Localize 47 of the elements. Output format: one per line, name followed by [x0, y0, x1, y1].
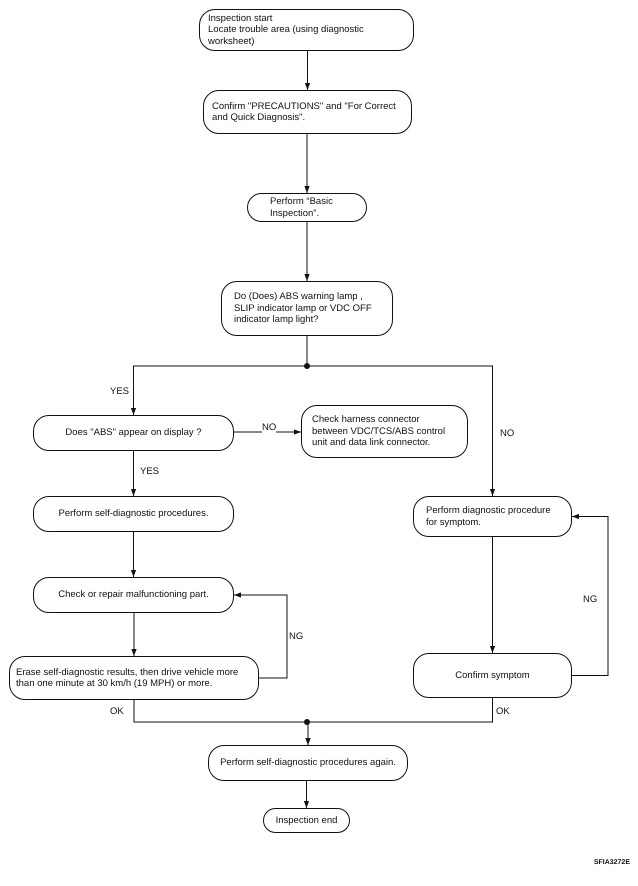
rounded-box: [33, 577, 234, 613]
rounded-box: [301, 405, 468, 458]
arrow: [304, 134, 310, 194]
edge-label: NG: [289, 631, 304, 642]
node-text: Perform self-diagnostic procedures again.: [219, 757, 397, 769]
edge-label: OK: [110, 706, 124, 717]
node-text: Locate trouble area (using diagnostic worksheet): [208, 24, 365, 48]
node-text: Perform self-diagnostic procedures.: [58, 508, 210, 520]
arrow: [304, 222, 310, 282]
rounded-box: [199, 9, 414, 51]
arrow: [304, 50, 310, 90]
arrow: [304, 780, 310, 808]
rounded-box: [33, 415, 234, 451]
node-text: Do (Does) ABS warning lamp , SLIP indicator lamp or VDC OFF indicator lamp light?: [234, 291, 373, 326]
arrow: [572, 514, 608, 676]
edge-label: YES: [110, 386, 130, 397]
edge-label: OK: [496, 706, 510, 717]
node-text: Check harness connector between VDC/TCS/ABS control unit and data link connector.: [312, 414, 446, 449]
arrow: [130, 532, 136, 578]
arrow: [234, 592, 288, 678]
arrow: [490, 536, 496, 654]
rounded-box: [263, 808, 350, 833]
edge-label: NG: [583, 594, 598, 605]
node-text: Perform diagnostic procedure for symptom.: [426, 505, 552, 528]
arrow: [305, 698, 493, 746]
node-text: Confirm "PRECAUTIONS" and "For Correct and Quick Diagnosis".: [212, 100, 397, 124]
rounded-box: [221, 281, 393, 336]
node-text: Confirm symptom: [454, 670, 531, 682]
rounded-box: [413, 496, 572, 537]
edge-label: NO: [500, 428, 514, 439]
arrow: [234, 429, 302, 435]
edge-label: NO: [262, 422, 276, 433]
rounded-box: [208, 745, 408, 781]
node-text: Inspection start: [208, 12, 274, 24]
rounded-box: [203, 90, 412, 134]
arrow: [131, 612, 137, 656]
rounded-box: [33, 496, 234, 532]
node-text: Check or repair malfunctioning part.: [57, 589, 210, 601]
node-text: Perform “Basic Inspection”.: [270, 196, 334, 219]
rounded-box: [413, 653, 572, 698]
node-text: Does "ABS" appear on display ?: [64, 427, 203, 439]
rounded-box: [247, 193, 367, 222]
edge-label: YES: [140, 466, 160, 477]
node-text: Erase self-diagnostic results, then drive vehicle more than one minute at 30 km/h (19 MPH) or more.: [16, 666, 240, 690]
rounded-box: [9, 656, 259, 700]
node-text: Inspection end: [274, 814, 338, 826]
arrow: [130, 450, 136, 496]
